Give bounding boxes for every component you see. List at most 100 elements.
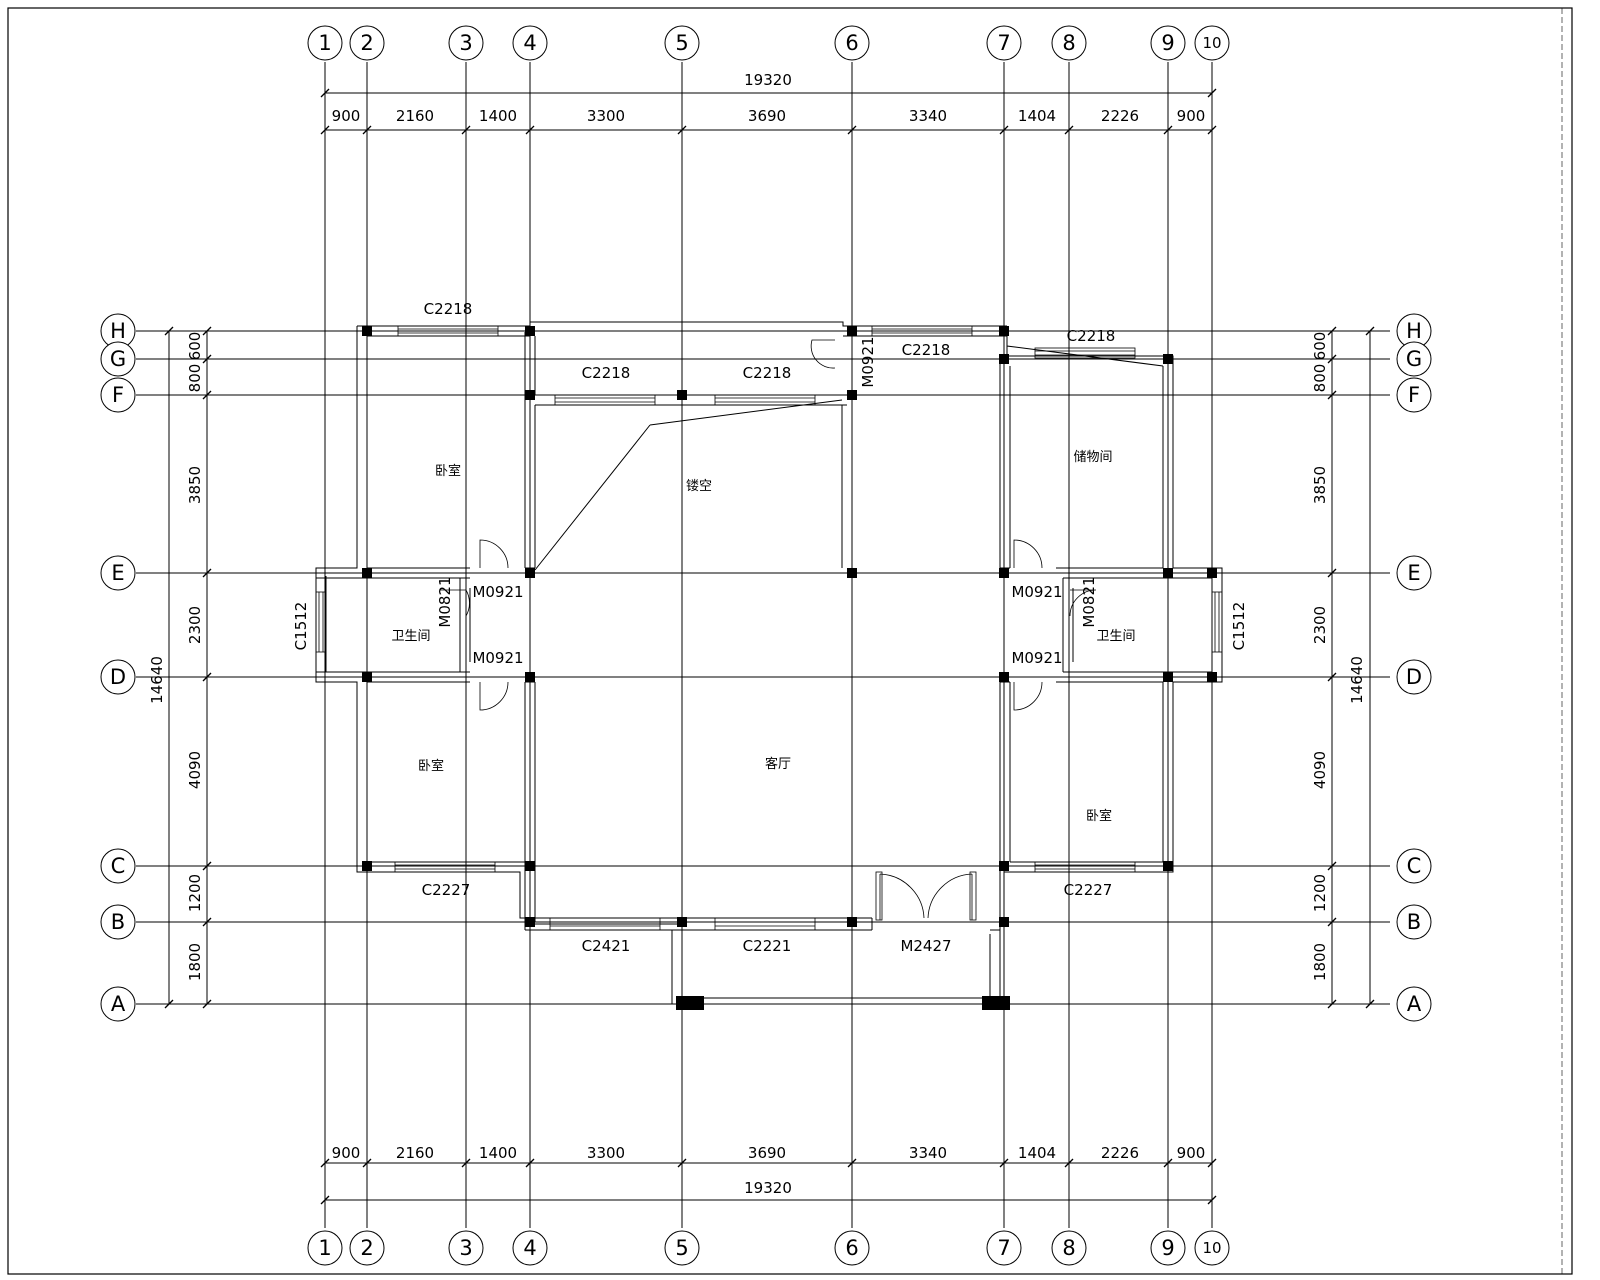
- dimension-tick: [525, 125, 535, 135]
- top-dim: 1404: [1018, 107, 1056, 125]
- structural-column: [999, 672, 1009, 682]
- axis-bubble-circle: [1396, 986, 1432, 1022]
- dimension-tick: [1207, 125, 1217, 135]
- dimension-tick: [202, 861, 212, 871]
- dimension-tick: [1207, 1158, 1217, 1168]
- axis-bubble-label: 4: [523, 31, 536, 55]
- axis-bubble-bottom-7: 7: [986, 1230, 1022, 1266]
- axis-bubble-circle: [100, 341, 136, 377]
- structural-column: [999, 861, 1009, 871]
- window-tag: C1512: [292, 602, 310, 651]
- axis-bubble-label: 1: [318, 31, 331, 55]
- structural-column: [362, 326, 372, 336]
- axis-bubble-top-9: 9: [1150, 25, 1186, 61]
- axis-bubble-label: 5: [675, 1236, 688, 1260]
- structural-column: [525, 861, 535, 871]
- axis-bubble-circle: [1194, 1230, 1230, 1266]
- top-dim: 3340: [909, 107, 947, 125]
- dimension-tick: [202, 354, 212, 364]
- bottom-dim: 900: [1177, 1144, 1206, 1162]
- top-dim: 900: [332, 107, 361, 125]
- axis-bubble-label: 9: [1161, 31, 1174, 55]
- left-total-dimension: 14640: [148, 656, 166, 704]
- door-tag: M0921: [472, 649, 523, 667]
- dimension-tick: [1327, 390, 1337, 400]
- axis-bubble-circle: [1396, 904, 1432, 940]
- structural-column: [677, 390, 687, 400]
- walls: [315, 321, 1223, 1005]
- axis-bubble-top-10: 10: [1194, 25, 1230, 61]
- axis-bubble-circle: [307, 1230, 343, 1266]
- window-tag: C1512: [1230, 602, 1248, 651]
- dimension-tick: [1163, 1158, 1173, 1168]
- bottom-dim: 2160: [396, 1144, 434, 1162]
- right-dim: 4090: [1311, 751, 1329, 789]
- axis-bubble-label: 10: [1202, 34, 1221, 52]
- axis-bubble-right-E: E: [1396, 555, 1432, 591]
- dimension-tick: [164, 999, 174, 1009]
- axis-bubble-circle: [986, 1230, 1022, 1266]
- axis-bubble-circle: [448, 25, 484, 61]
- structural-column: [525, 568, 535, 578]
- left-dim: 2300: [186, 606, 204, 644]
- axis-bubble-label: A: [111, 992, 126, 1016]
- axis-bubble-top-5: 5: [664, 25, 700, 61]
- axis-bubble-left-C: C: [100, 848, 136, 884]
- axis-bubble-label: 2: [360, 1236, 373, 1260]
- dimension-tick: [525, 1158, 535, 1168]
- window-tag: C2221: [743, 937, 792, 955]
- bottom-dim: 900: [332, 1144, 361, 1162]
- dimension-tick: [847, 1158, 857, 1168]
- structural-column: [847, 326, 857, 336]
- axis-bubble-circle: [1051, 1230, 1087, 1266]
- door-tag: M2427: [900, 937, 951, 955]
- axis-bubble-label: A: [1407, 992, 1422, 1016]
- drawing-frame: [7, 7, 1573, 1275]
- axis-bubble-label: E: [1407, 561, 1420, 585]
- axis-bubble-bottom-1: 1: [307, 1230, 343, 1266]
- left-dim: 3850: [186, 466, 204, 504]
- dimension-tick: [320, 1195, 330, 1205]
- axis-bubble-circle: [1150, 1230, 1186, 1266]
- axis-bubble-label: F: [112, 383, 124, 407]
- axis-bubble-label: 1: [318, 1236, 331, 1260]
- axis-bubble-circle: [349, 25, 385, 61]
- dimension-tick: [1327, 672, 1337, 682]
- axis-bubble-label: 5: [675, 31, 688, 55]
- axis-bubble-left-G: G: [100, 341, 136, 377]
- right-dim: 800: [1311, 364, 1329, 393]
- axis-bubble-left-H: H: [100, 313, 136, 349]
- structural-column: [525, 672, 535, 682]
- dimension-tick: [202, 568, 212, 578]
- left-dim: 4090: [186, 751, 204, 789]
- axis-bubble-circle: [1194, 25, 1230, 61]
- axis-bubble-label: 4: [523, 1236, 536, 1260]
- axis-bubble-label: D: [110, 665, 126, 689]
- grid-lines: [136, 62, 1390, 1228]
- top-dim: 3300: [587, 107, 625, 125]
- axis-bubble-left-A: A: [100, 986, 136, 1022]
- dimension-tick: [164, 326, 174, 336]
- axis-bubble-circle: [1051, 25, 1087, 61]
- axis-bubble-top-8: 8: [1051, 25, 1087, 61]
- bottom-dim: 3300: [587, 1144, 625, 1162]
- axis-bubble-label: G: [1406, 347, 1422, 371]
- axis-bubble-label: 7: [997, 1236, 1010, 1260]
- axis-bubble-circle: [1396, 555, 1432, 591]
- dimension-texts: 19320 19320 900 2160 1400 3300 3690 3340…: [148, 71, 1366, 1197]
- structural-column: [847, 568, 857, 578]
- window-tag: C2218: [902, 341, 951, 359]
- axis-bubble-circle: [100, 904, 136, 940]
- axis-bubble-circle: [1396, 341, 1432, 377]
- dimension-tick: [1327, 354, 1337, 364]
- structural-column: [362, 672, 372, 682]
- right-dim: 1200: [1311, 874, 1329, 912]
- structural-column: [847, 917, 857, 927]
- dimension-tick: [320, 88, 330, 98]
- dimension-tick: [1207, 88, 1217, 98]
- axis-bubble-label: E: [111, 561, 124, 585]
- axis-bubble-circle: [664, 1230, 700, 1266]
- axis-bubble-label: 7: [997, 31, 1010, 55]
- axis-bubble-bottom-2: 2: [349, 1230, 385, 1266]
